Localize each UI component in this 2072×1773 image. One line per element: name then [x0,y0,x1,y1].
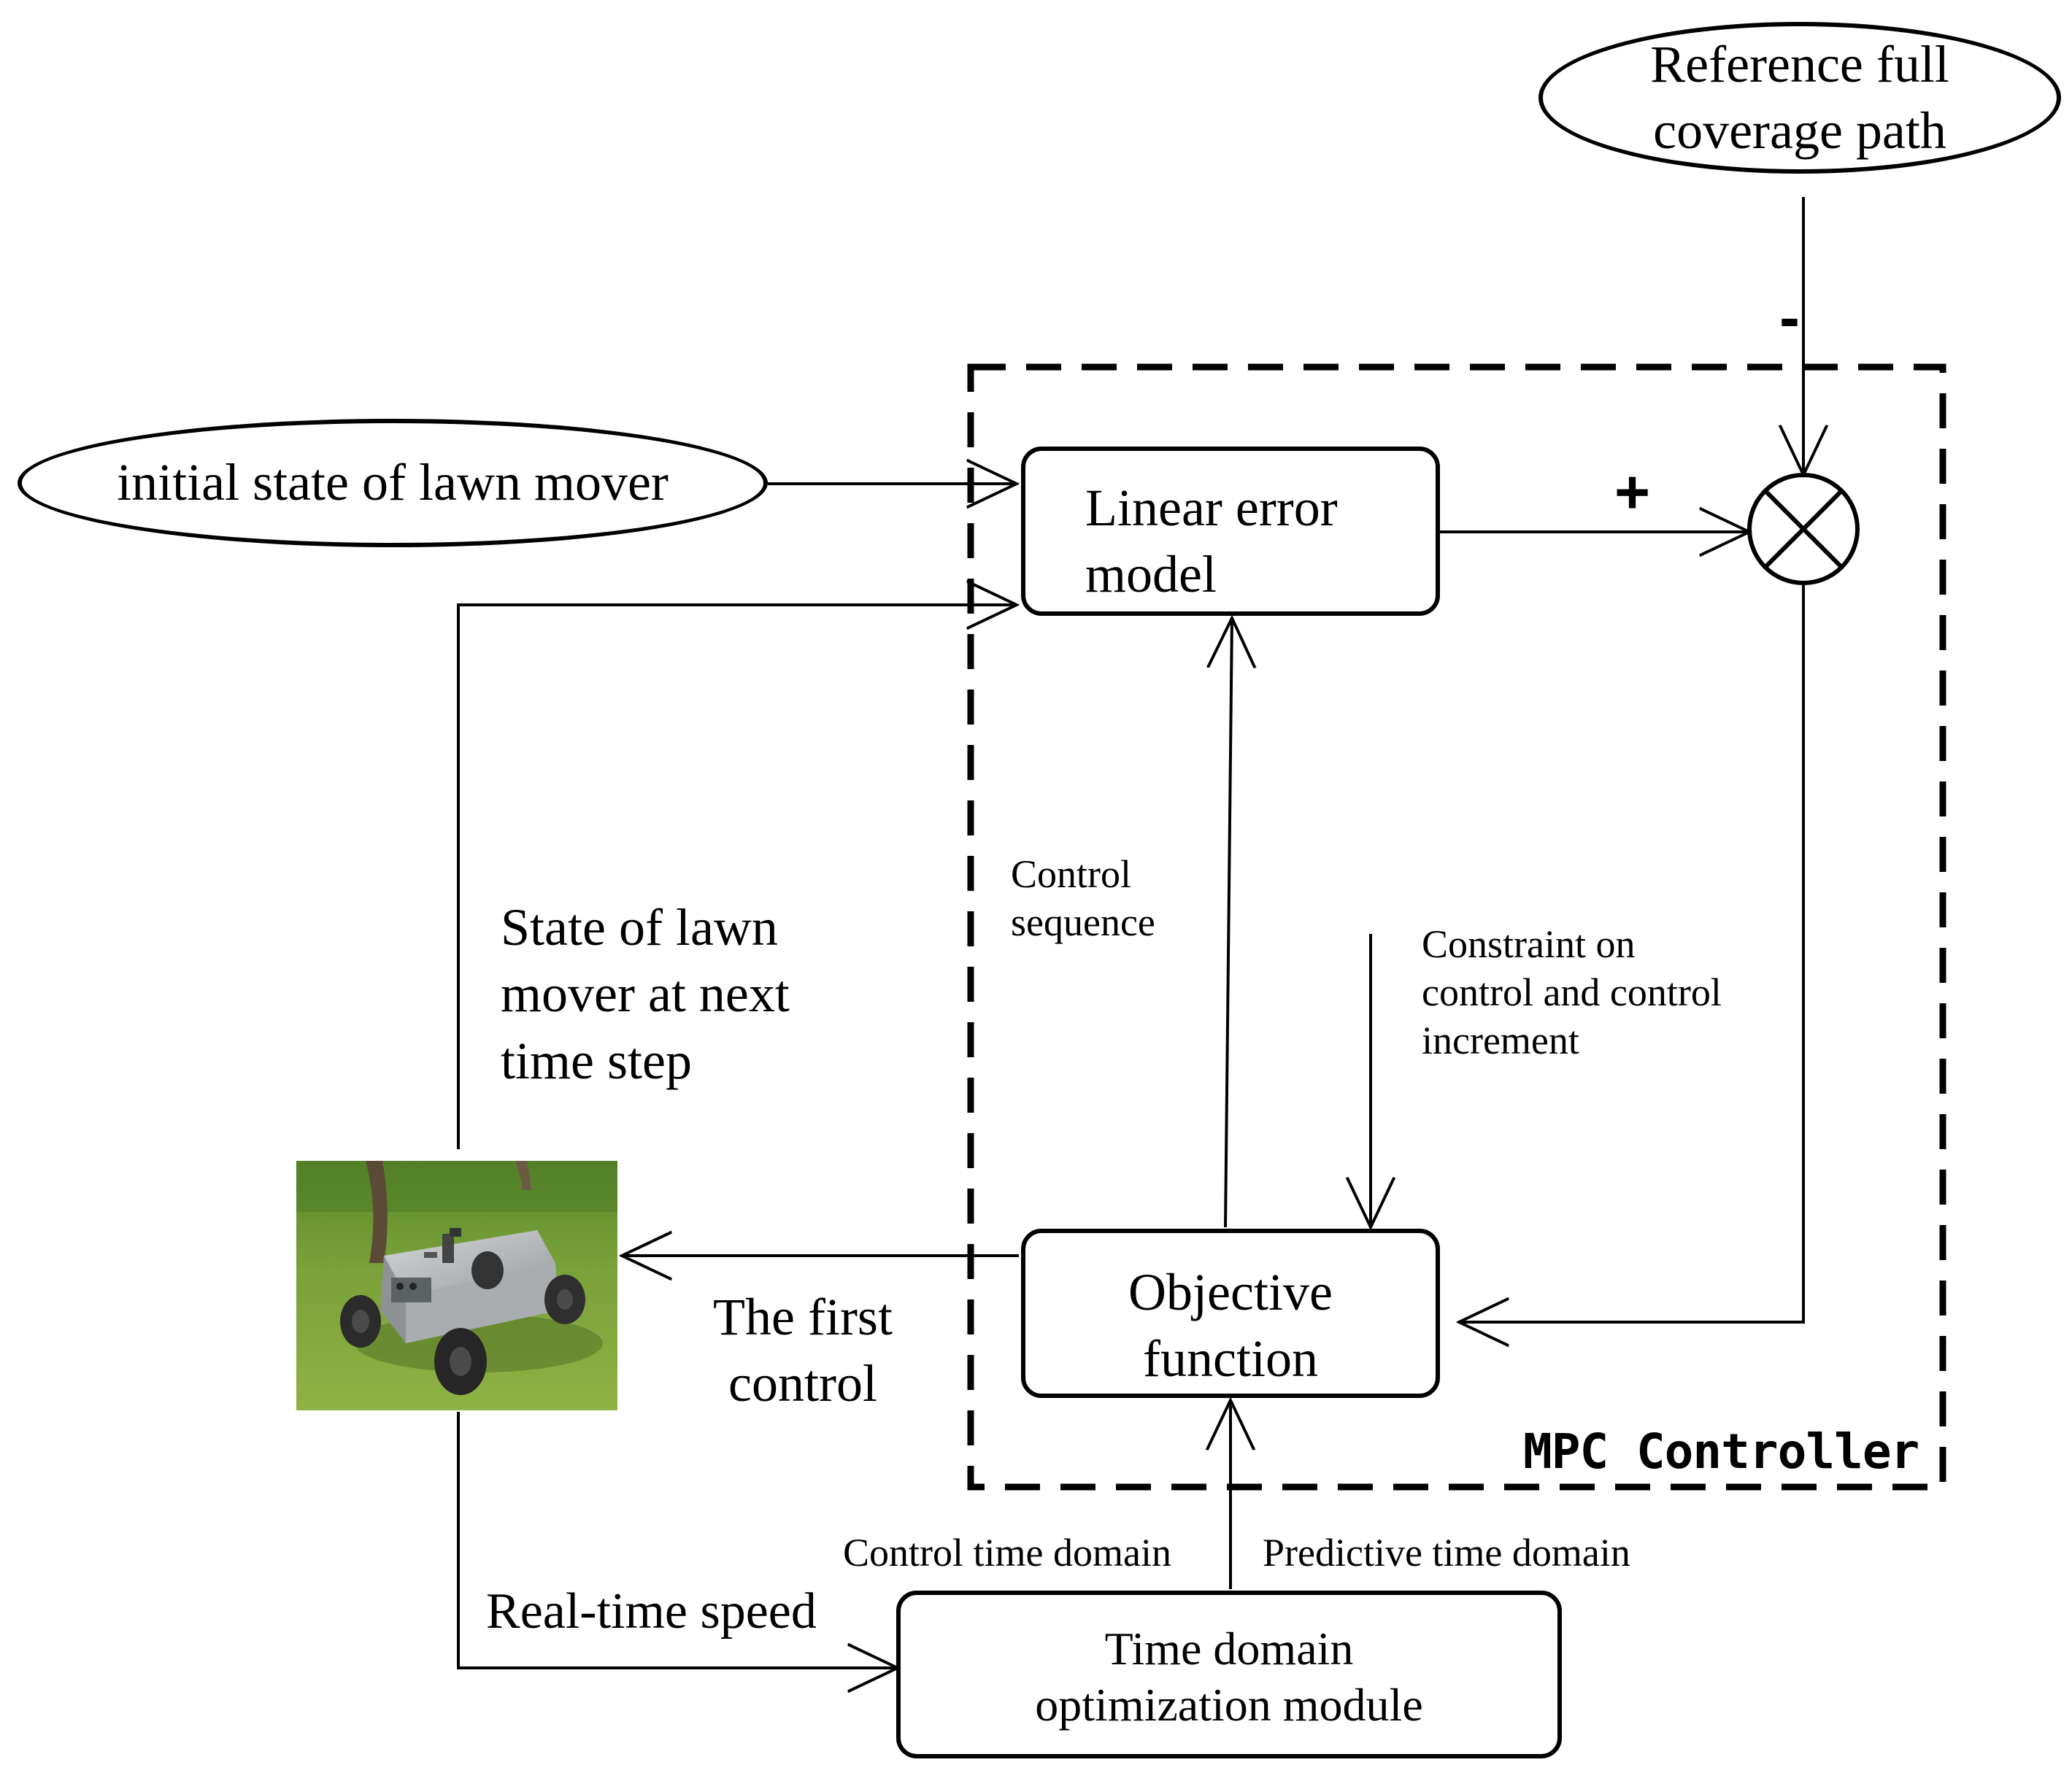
objective-function-block: Objective function [1021,1229,1440,1398]
time-domain-module-label: Time domain optimization module [1035,1623,1423,1731]
initial-state-terminal: initial state of lawn mover [18,419,768,547]
real-time-speed-label: Real-time speed [486,1583,817,1639]
mpc-controller-boundary [967,363,1946,1491]
first-control-label: The first control [713,1288,893,1413]
lawn-mower-robot-icon [296,1161,617,1410]
edge-real-time-speed [457,1412,898,1668]
linear-error-model-block: Linear error model [1021,447,1440,616]
next-state-label: State of lawn mover at next time step [501,898,790,1090]
linear-error-model-label: Linear error model [1085,479,1338,604]
summing-junction-icon [1747,473,1860,585]
initial-state-label: initial state of lawn mover [117,453,669,512]
control-sequence-label: Control sequence [1011,852,1155,944]
time-domain-module-block: Time domain optimization module [896,1591,1562,1758]
edge-control-sequence [1225,618,1232,1228]
reference-path-terminal: Reference full coverage path [1538,22,2061,174]
control-time-domain-label: Control time domain [843,1531,1171,1575]
minus-sign: - [1779,283,1800,352]
edge-junction-to-objective [1459,583,1805,1322]
plus-sign: + [1614,457,1651,526]
edge-feedback-to-model [457,605,1017,1149]
reference-path-label: Reference full coverage path [1650,34,1949,160]
predictive-time-domain-label: Predictive time domain [1263,1531,1630,1575]
mpc-controller-label: MPC Controller [1523,1424,1919,1480]
constraint-label: Constraint on control and control increm… [1422,922,1722,1062]
objective-function-label: Objective function [1128,1263,1333,1388]
lawn-mower-robot-photo [296,1161,617,1410]
